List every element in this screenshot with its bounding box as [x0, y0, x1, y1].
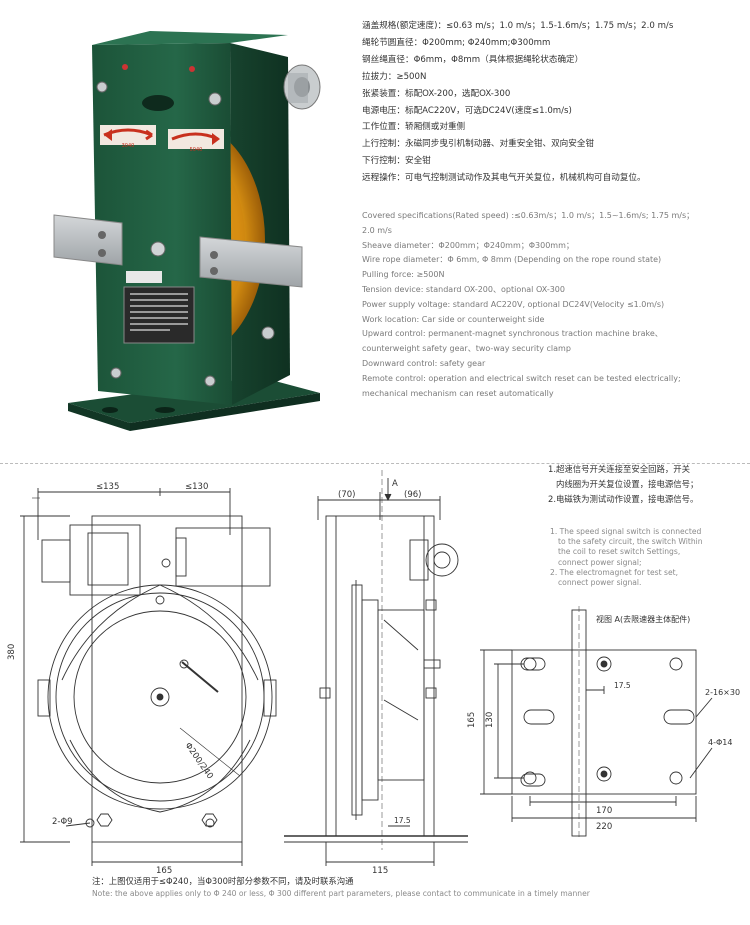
spec-en-line: Work location: Car side or counterweight… — [362, 314, 545, 324]
direction-arrow-right: 5040 — [168, 129, 224, 153]
arrow-label-left: 3040 — [122, 143, 135, 149]
dim-front-height: 380 — [7, 644, 17, 660]
spec-en-line: mechanical mechanism can reset automatic… — [362, 388, 554, 398]
note-cn-line: 1.超速信号开关连接至安全回路，开关 — [548, 464, 690, 474]
spec-cn-line: 上行控制：永磁同步曳引机制动器、对重安全钳、双向安全钳 — [362, 139, 595, 150]
front-view — [20, 488, 277, 866]
spec-cn-line: 工作位置：轿厢侧或对重侧 — [362, 122, 466, 133]
view-a — [480, 606, 713, 840]
dim-va-slot: 2-16×30 — [705, 688, 740, 697]
dim-va-130: 130 — [485, 712, 495, 728]
spec-en-line: 2.0 m/s — [362, 225, 392, 235]
note-en-line: the coil to reset switch Settings, — [558, 547, 681, 557]
section-divider — [0, 463, 750, 464]
dim-front-bottom: 165 — [156, 866, 172, 876]
spec-cn-line: 远程操作：可电气控制测试动作及其电气开关复位，机械机构可自动复位。 — [362, 173, 646, 184]
spec-en-line: Power supply voltage: standard AC220V, o… — [362, 299, 665, 309]
spec-en-line: Tension device: standard OX-200、optional… — [362, 284, 565, 294]
dim-front-top-right: ≤130 — [185, 482, 208, 492]
spec-en-line: Remote control: operation and electrical… — [362, 373, 681, 383]
nameplate — [123, 286, 195, 344]
dim-va-17-5: 17.5 — [614, 681, 631, 690]
product-photo: 3040 5040 — [53, 31, 321, 431]
technical-drawing: ≤135 ≤130 380 165 2-Φ9 Φ200/240 (70) (96… — [7, 470, 740, 876]
spec-cn-line: 下行控制：安全钳 — [362, 156, 431, 167]
spec-en-line: Wire rope diameter：Φ 6mm, Φ 8mm (Dependi… — [362, 255, 662, 265]
note-cn-line: 内线圈为开关复位设置，接电源信号； — [556, 479, 699, 489]
arrow-label-right: 5040 — [190, 147, 203, 153]
direction-arrow-left: 3040 — [100, 125, 156, 149]
note-en-line: 1. The speed signal switch is connected — [550, 527, 702, 536]
spec-cn-line: 张紧装置：标配OX-200，选配OX-300 — [362, 88, 511, 99]
dim-side-bottom: 115 — [372, 866, 388, 876]
spec-cn-line: 涵盖规格(额定速度)：≤0.63 m/s；1.0 m/s；1.5-1.6m/s；… — [362, 21, 674, 31]
note-en-line: to the safety circuit, the switch Within — [558, 537, 703, 547]
spec-en-line: Covered specifications(Rated speed) :≤0.… — [362, 211, 695, 220]
dim-va-220: 220 — [596, 822, 612, 832]
note-en-line: connect power signal. — [558, 578, 642, 588]
dim-va-holes: 4-Φ14 — [708, 738, 732, 747]
notes-en: 1. The speed signal switch is connected … — [550, 527, 740, 588]
dim-side-small: 17.5 — [394, 816, 411, 825]
spec-cn-line: 拉拔力：≥500N — [362, 71, 427, 82]
footer-note-en: Note: the above applies only to Φ 240 or… — [92, 889, 590, 898]
dim-side-arrow: A — [392, 479, 398, 489]
spec-cn-line: 绳轮节圆直径：Φ200mm; Φ240mm;Φ300mm — [362, 37, 551, 48]
dim-side-top-right: (96) — [404, 490, 421, 500]
note-en-line: 2. The electromagnet for test set, — [550, 567, 679, 577]
spec-cn-line: 钢丝绳直径：Φ6mm，Φ8mm（具体根据绳轮状态确定） — [362, 54, 584, 65]
bracket-left — [53, 214, 123, 266]
dim-va-165: 165 — [467, 712, 477, 728]
spec-list-en: Covered specifications(Rated speed) :≤0.… — [362, 209, 742, 401]
spec-en-line: Downward control: safety gear — [362, 358, 486, 368]
spec-cn-line: 电源电压：标配AC220V，可选DC24V(速度≤1.0m/s) — [362, 105, 572, 116]
dim-front-hole: 2-Φ9 — [52, 817, 73, 827]
spec-en-line: Pulling force: ≥500N — [362, 270, 445, 280]
spec-en-line: Sheave diameter：Φ200mm；Φ240mm；Φ300mm； — [362, 240, 574, 250]
dim-va-170: 170 — [596, 806, 612, 816]
spec-en-line: Upward control: permanent-magnet synchro… — [362, 329, 663, 339]
side-view — [284, 470, 468, 866]
note-cn-line: 2.电磁铁为测试动作设置，接电源信号。 — [548, 494, 699, 504]
bracket-right — [199, 236, 303, 288]
note-en-line: connect power signal; — [558, 557, 642, 567]
notes-cn: 1.超速信号开关连接至安全回路，开关 内线圈为开关复位设置，接电源信号； 2.电… — [548, 462, 748, 507]
dim-sheave-diameter: Φ200/240 — [183, 741, 215, 781]
spec-list-cn: 涵盖规格(额定速度)：≤0.63 m/s；1.0 m/s；1.5-1.6m/s；… — [362, 18, 742, 187]
spec-en-line: counterweight safety gear、two-way securi… — [362, 344, 571, 354]
dim-front-top-left: ≤135 — [96, 482, 119, 492]
dim-side-top-left: (70) — [338, 490, 355, 500]
view-a-title: 视图 A(去限速器主体配件) — [596, 614, 690, 624]
footer-note-cn: 注：上图仅适用于≤Φ240，当Φ300时部分参数不同，请及时联系沟通 — [92, 876, 354, 886]
